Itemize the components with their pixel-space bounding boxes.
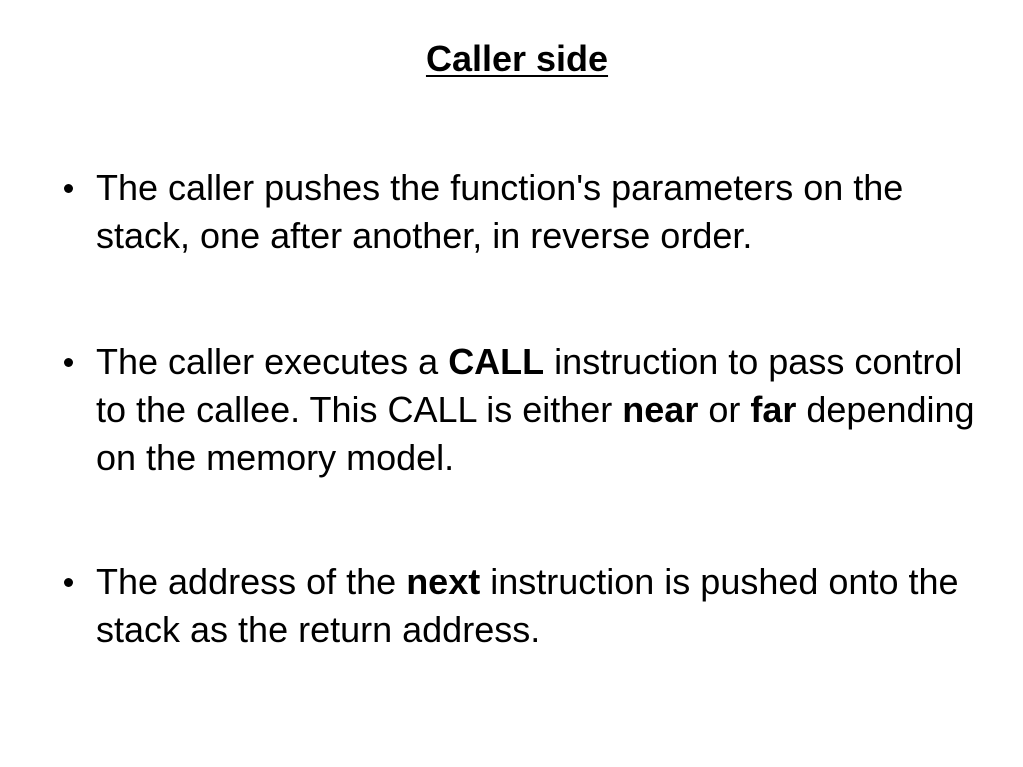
bullet-text: instruction to pass control to the calle… (96, 341, 963, 430)
bullet-text: or (698, 389, 751, 430)
emphasis-far: far (750, 389, 797, 430)
bullet-item-call: The caller executes a CALL instruction t… (64, 338, 996, 482)
bullet-item-parameters: The caller pushes the function's paramet… (64, 164, 996, 260)
bullet-dot-icon (64, 184, 73, 193)
bullet-text: The address of the (96, 561, 407, 602)
bullet-text: The caller pushes the function's paramet… (96, 167, 904, 256)
emphasis-next: next (406, 561, 481, 602)
emphasis-call: CALL (448, 341, 545, 382)
bullet-text: depending on the memory model. (96, 389, 975, 478)
bullet-text: instruction is pushed onto the stack as … (96, 561, 959, 650)
bullet-dot-icon (64, 578, 73, 587)
bullet-dot-icon (64, 358, 73, 367)
emphasis-near: near (622, 389, 699, 430)
bullet-item-return-address: The address of the next instruction is p… (64, 558, 996, 654)
bullet-text: The caller executes a (96, 341, 449, 382)
slide-title: Caller side (425, 38, 609, 79)
